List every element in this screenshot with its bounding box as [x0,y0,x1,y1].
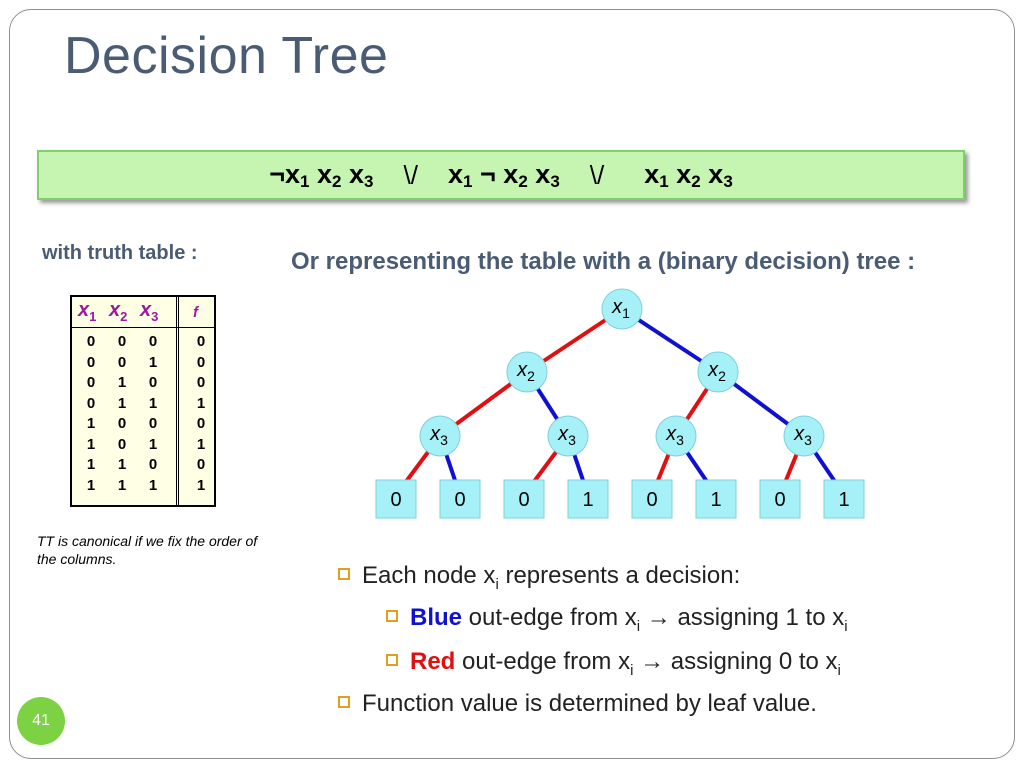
table-cell: 1 [117,374,127,391]
tree-node-x3: x3 [783,415,825,457]
tree-label: Or representing the table with a (binary… [291,248,916,275]
slide-title: Decision Tree [64,27,389,85]
bullet-square-icon [386,654,398,666]
svg-text:0: 0 [518,489,529,511]
page-number-badge: 41 [17,697,65,745]
table-header-divider [72,327,214,328]
table-column-divider [176,297,179,505]
tree-leaf: 0 [759,479,801,519]
table-cell: 0 [117,333,127,350]
table-cell: 0 [86,394,96,412]
table-cell: 1 [86,476,96,494]
table-row: 0 0 1 0 [72,354,214,374]
bullet-item-1: Each node xi represents a decision: [338,562,740,593]
table-cell: 1 [117,476,127,494]
tree-leaf: 1 [567,479,609,519]
bullet-item-4: Function value is determined by leaf val… [338,690,817,718]
svg-text:x1: x1 [611,296,630,321]
svg-text:x3: x3 [665,423,684,448]
table-cell: 1 [148,435,158,453]
or-symbol: \/ [589,159,605,190]
tree-node-x3: x3 [655,415,697,457]
table-row: 1 0 1 1 [72,436,214,456]
table-cell: 0 [148,456,158,473]
table-cell: 0 [196,333,206,350]
svg-text:0: 0 [454,489,465,511]
term3: x1 x2 x3 [644,158,733,191]
svg-text:x3: x3 [793,423,812,448]
tree-leaf: 1 [695,479,737,519]
table-row: 1 1 0 0 [72,456,214,476]
svg-text:1: 1 [838,489,849,511]
bullet-square-icon [338,696,350,708]
table-header-x1: x1 [78,299,97,324]
svg-text:1: 1 [582,489,593,511]
tree-leaf: 0 [375,479,417,519]
tree-leaf: 0 [631,479,673,519]
bullet-item-3: Red out-edge from xi → assigning 0 to xi [386,648,841,679]
table-header-x2: x2 [109,299,128,324]
table-cell: 1 [148,353,158,371]
tree-node-x3: x3 [547,415,589,457]
svg-text:0: 0 [774,489,785,511]
table-cell: 1 [86,435,96,453]
table-row: 1 1 1 1 [72,477,214,497]
table-cell: 0 [196,353,206,371]
tree-node-x2: x2 [506,351,548,393]
bullet-square-icon [386,610,398,622]
table-cell: 0 [196,415,206,432]
table-cell: 0 [196,456,206,473]
table-cell: 1 [86,415,96,432]
svg-text:1: 1 [710,489,721,511]
table-cell: 1 [148,394,158,412]
tree-node-x3: x3 [419,415,461,457]
or-symbol: \/ [403,159,418,190]
table-cell: 0 [117,415,127,432]
bullet-square-icon [338,568,350,580]
tree-node-x2: x2 [697,351,739,393]
tree-leaf: 0 [503,479,545,519]
table-row: 0 0 0 0 [72,333,214,353]
table-row: 0 1 1 1 [72,395,214,415]
table-cell: 1 [148,476,158,494]
svg-text:0: 0 [646,489,657,511]
caption: TT is canonical if we fix the order of t… [37,533,258,567]
table-header-x3: x3 [140,299,159,324]
table-cell: 0 [86,333,96,350]
table-cell: 0 [148,374,158,391]
formula-box: ¬x1 x2 x3 \/ x1 ¬ x2 x3 \/ x1 x2 x3 [37,150,965,200]
table-cell: 1 [117,394,127,412]
table-cell: 0 [86,374,96,391]
tree-leaf: 0 [439,479,481,519]
svg-text:x2: x2 [707,359,726,384]
table-cell: 1 [196,435,206,453]
term2: x1 ¬ x2 x3 [447,158,560,191]
table-cell: 1 [117,456,127,473]
table-cell: 1 [196,476,206,494]
bullet-item-2: Blue out-edge from xi → assigning 1 to x… [386,604,848,635]
svg-text:x3: x3 [557,423,576,448]
truth-table-label: with truth table : [42,242,198,264]
table-cell: 0 [148,333,158,350]
svg-text:0: 0 [390,489,401,511]
table-cell: 0 [117,435,127,453]
svg-text:x3: x3 [429,423,448,448]
table-header-f: f [193,304,198,321]
table-cell: 0 [148,415,158,432]
table-cell: 1 [196,394,206,412]
table-cell: 1 [86,456,96,473]
svg-text:x2: x2 [516,359,535,384]
table-cell: 0 [117,353,127,371]
table-cell: 0 [196,374,206,391]
tree-node-root: x1 [601,288,643,330]
table-cell: 0 [86,353,96,371]
term1: ¬x1 x2 x3 [269,158,374,191]
table-row: 0 1 0 0 [72,374,214,394]
tree-leaf: 1 [823,479,865,519]
table-row: 1 0 0 0 [72,415,214,435]
